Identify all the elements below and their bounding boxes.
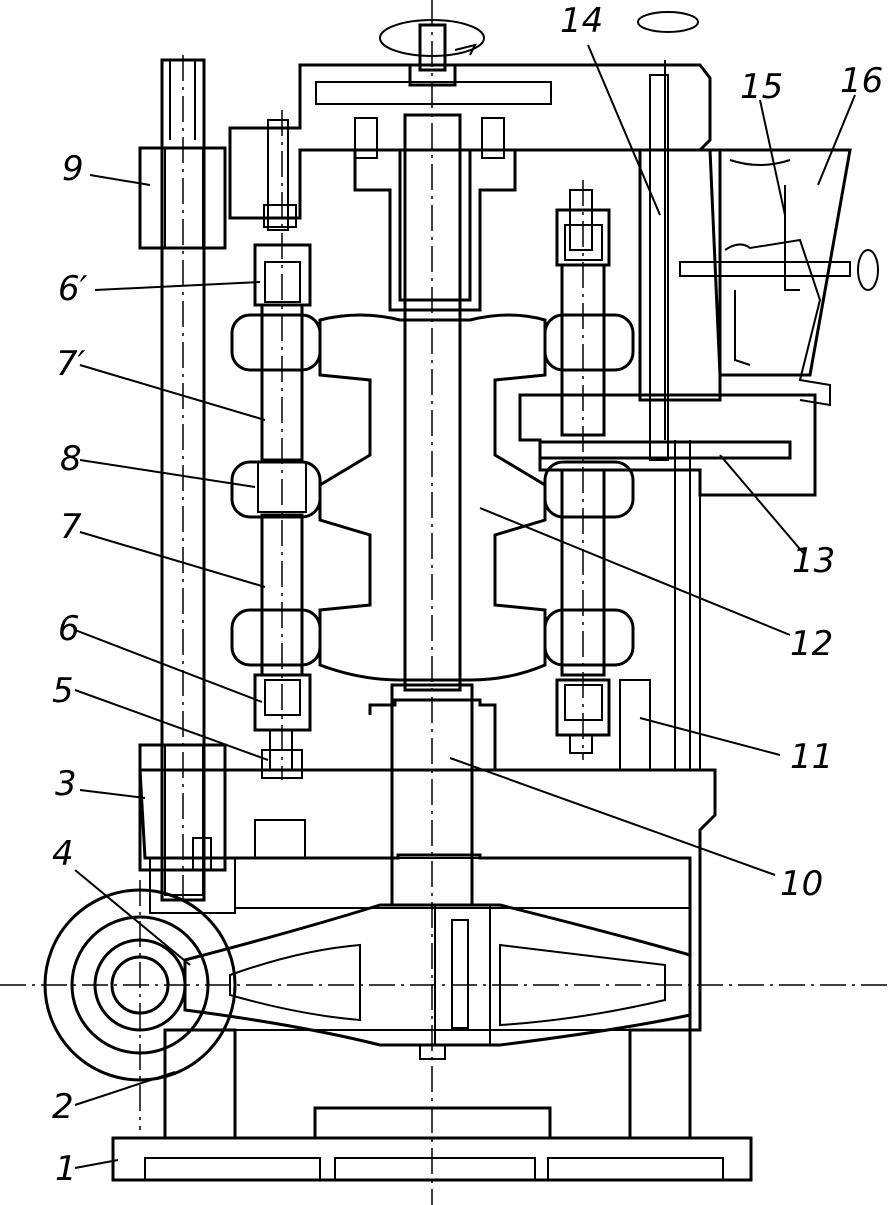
lower-housing [138,698,717,1032]
callout-16: 16 [840,61,883,101]
callout-13: 13 [792,541,835,581]
callout-2: 2 [52,1087,74,1127]
callout-10: 10 [780,864,823,904]
leader-lines [74,44,856,1169]
callout-9: 9 [62,149,84,189]
callout-15: 15 [740,67,783,107]
callout-5: 5 [52,671,74,711]
callout-1: 1 [55,1149,77,1189]
callout-12: 12 [790,624,833,664]
rotation-arrow-hopper [857,249,879,291]
upper-frame [228,63,712,312]
callout-14: 14 [560,1,603,41]
callout-7-prime: 7′ [56,344,86,384]
feed-hopper-assembly [518,60,852,771]
callout-7: 7 [60,507,82,547]
callout-3: 3 [55,764,77,804]
callout-6-prime: 6′ [58,269,88,309]
callout-labels: 9 6′ 7′ 8 7 6 5 3 4 2 1 10 11 12 13 14 1… [52,1,883,1189]
callout-8: 8 [60,439,82,479]
callout-6: 6 [58,609,80,649]
callout-11: 11 [790,737,833,777]
rotation-arrow-stirrer [637,11,699,33]
callout-4: 4 [52,834,74,874]
